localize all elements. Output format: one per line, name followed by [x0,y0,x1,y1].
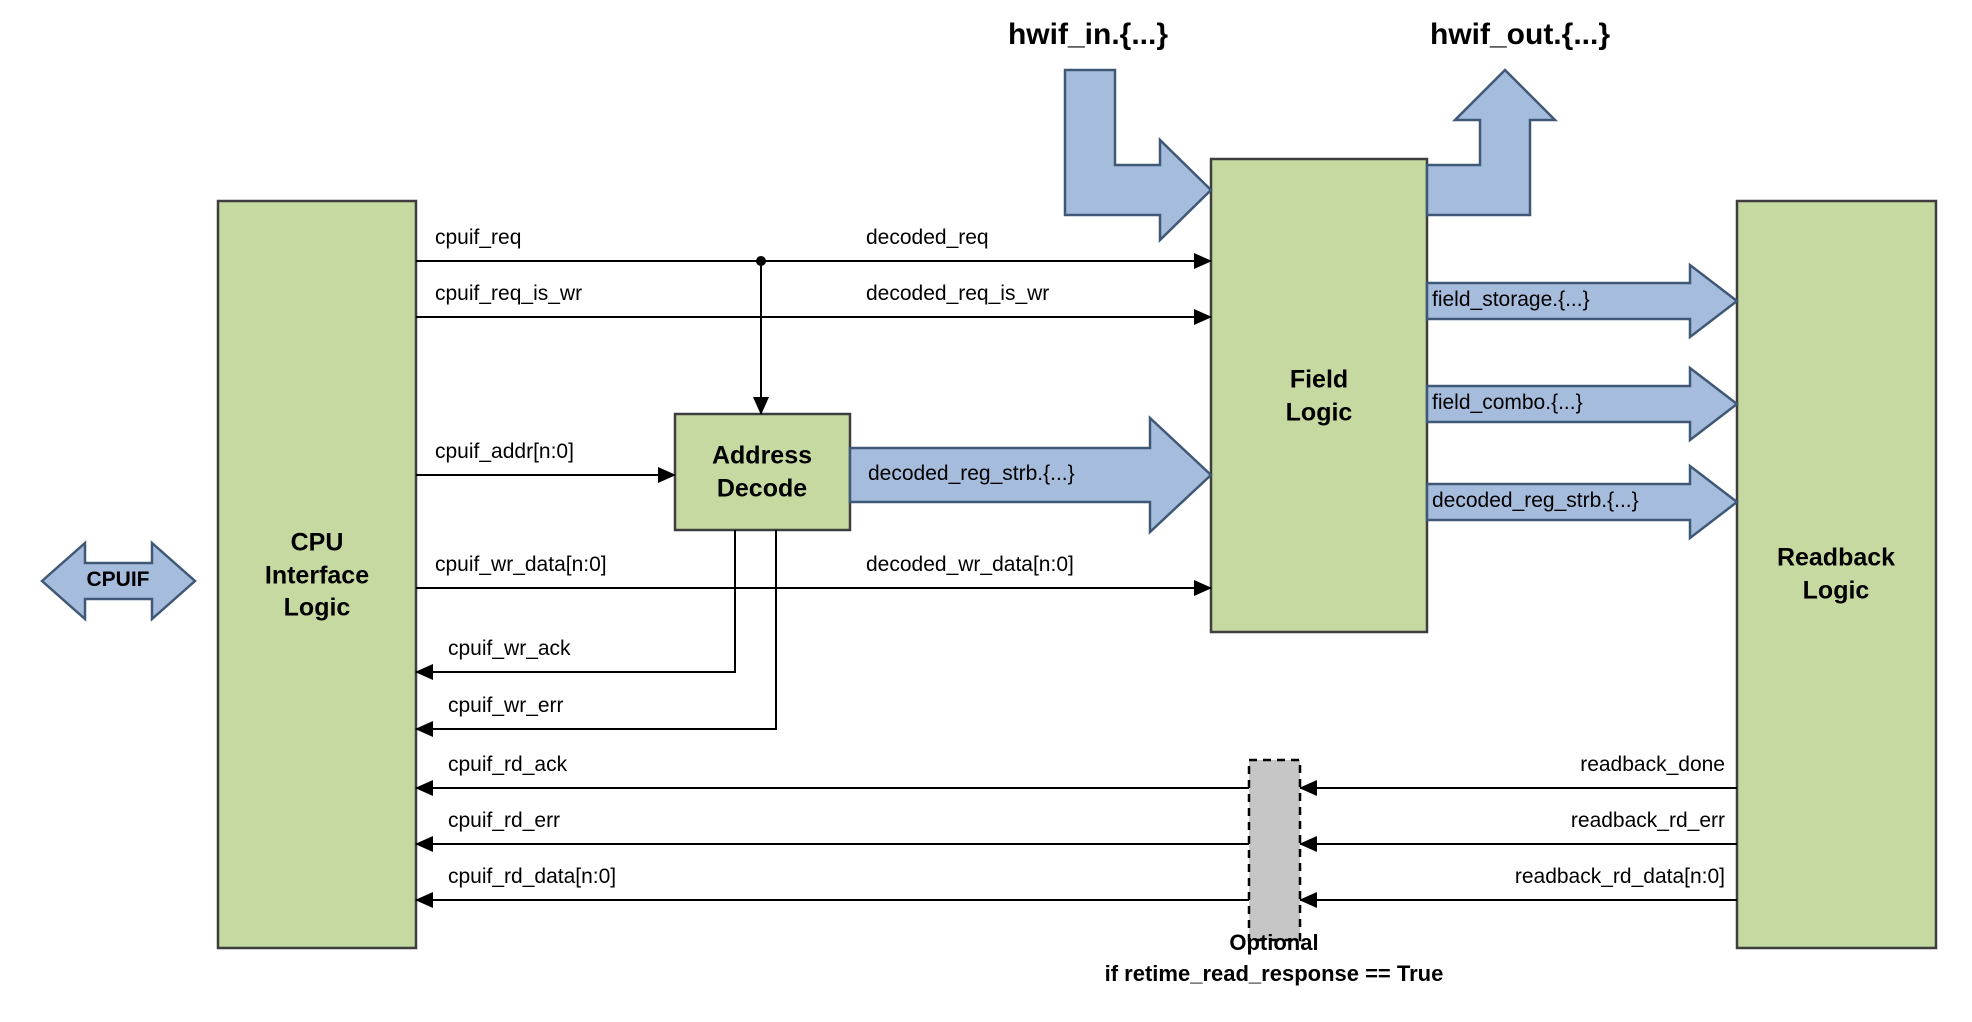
cpuif-wr-ack-wire [415,530,736,680]
label-decoded-req: decoded_req [866,226,989,249]
label-cpuif-wr-ack: cpuif_wr_ack [448,637,571,660]
label-decoded-reg-strb-rb: decoded_reg_strb.{...} [1432,489,1639,512]
label-cpuif-rd-ack: cpuif_rd_ack [448,753,568,776]
field-logic-title: Field Logic [1285,365,1353,427]
label-decoded-reg-strb: decoded_reg_strb.{...} [868,462,1075,485]
junction-dot [756,256,766,266]
decoded-reg-strb-readback-bus-arrow [1425,463,1740,541]
cpuif-double-arrow [40,540,197,622]
cpu-interface-logic-block [216,199,418,950]
label-cpuif-wr-err: cpuif_wr_err [448,694,564,717]
field-logic-block [1209,157,1429,634]
label-cpuif-rd-err: cpuif_rd_err [448,809,561,832]
label-cpuif-rd-data: cpuif_rd_data[n:0] [448,865,617,888]
label-readback-rd-err: readback_rd_err [1570,809,1725,832]
label-cpuif-req-is-wr: cpuif_req_is_wr [435,282,583,305]
label-cpuif-req: cpuif_req [435,226,522,249]
decoded-reg-strb-bus-arrow [848,415,1213,535]
label-cpuif-wr-data: cpuif_wr_data[n:0] [435,553,607,576]
hwif-out-label: hwif_out.{...} [1430,18,1610,51]
field-storage-bus-arrow [1425,262,1740,340]
optional-retime-box [1247,758,1302,942]
label-field-combo: field_combo.{...} [1432,391,1583,414]
label-readback-rd-data: readback_rd_data[n:0] [1514,865,1725,888]
label-readback-done: readback_done [1580,753,1725,776]
label-field-storage: field_storage.{...} [1432,288,1590,311]
hwif-out-arrow [1425,68,1559,217]
hwif-in-arrow [1063,68,1213,243]
field-combo-bus-arrow [1425,365,1740,443]
label-decoded-wr-data: decoded_wr_data[n:0] [866,553,1074,576]
hwif-in-label: hwif_in.{...} [1007,18,1169,51]
readback-logic-title: Readback Logic [1776,543,1896,605]
address-decode-title: Address Decode [711,441,813,503]
label-decoded-req-is-wr: decoded_req_is_wr [866,282,1050,305]
cpu-interface-logic-title: CPU Interface Logic [264,528,370,622]
cpuif-wr-err-wire [415,530,777,737]
readback-logic-block [1735,199,1938,950]
cpuif-label: CPUIF [86,568,150,591]
address-decode-block [673,412,852,532]
optional-retime-note: Optional if retime_read_response == True [1104,930,1444,986]
label-cpuif-addr: cpuif_addr[n:0] [435,440,574,463]
